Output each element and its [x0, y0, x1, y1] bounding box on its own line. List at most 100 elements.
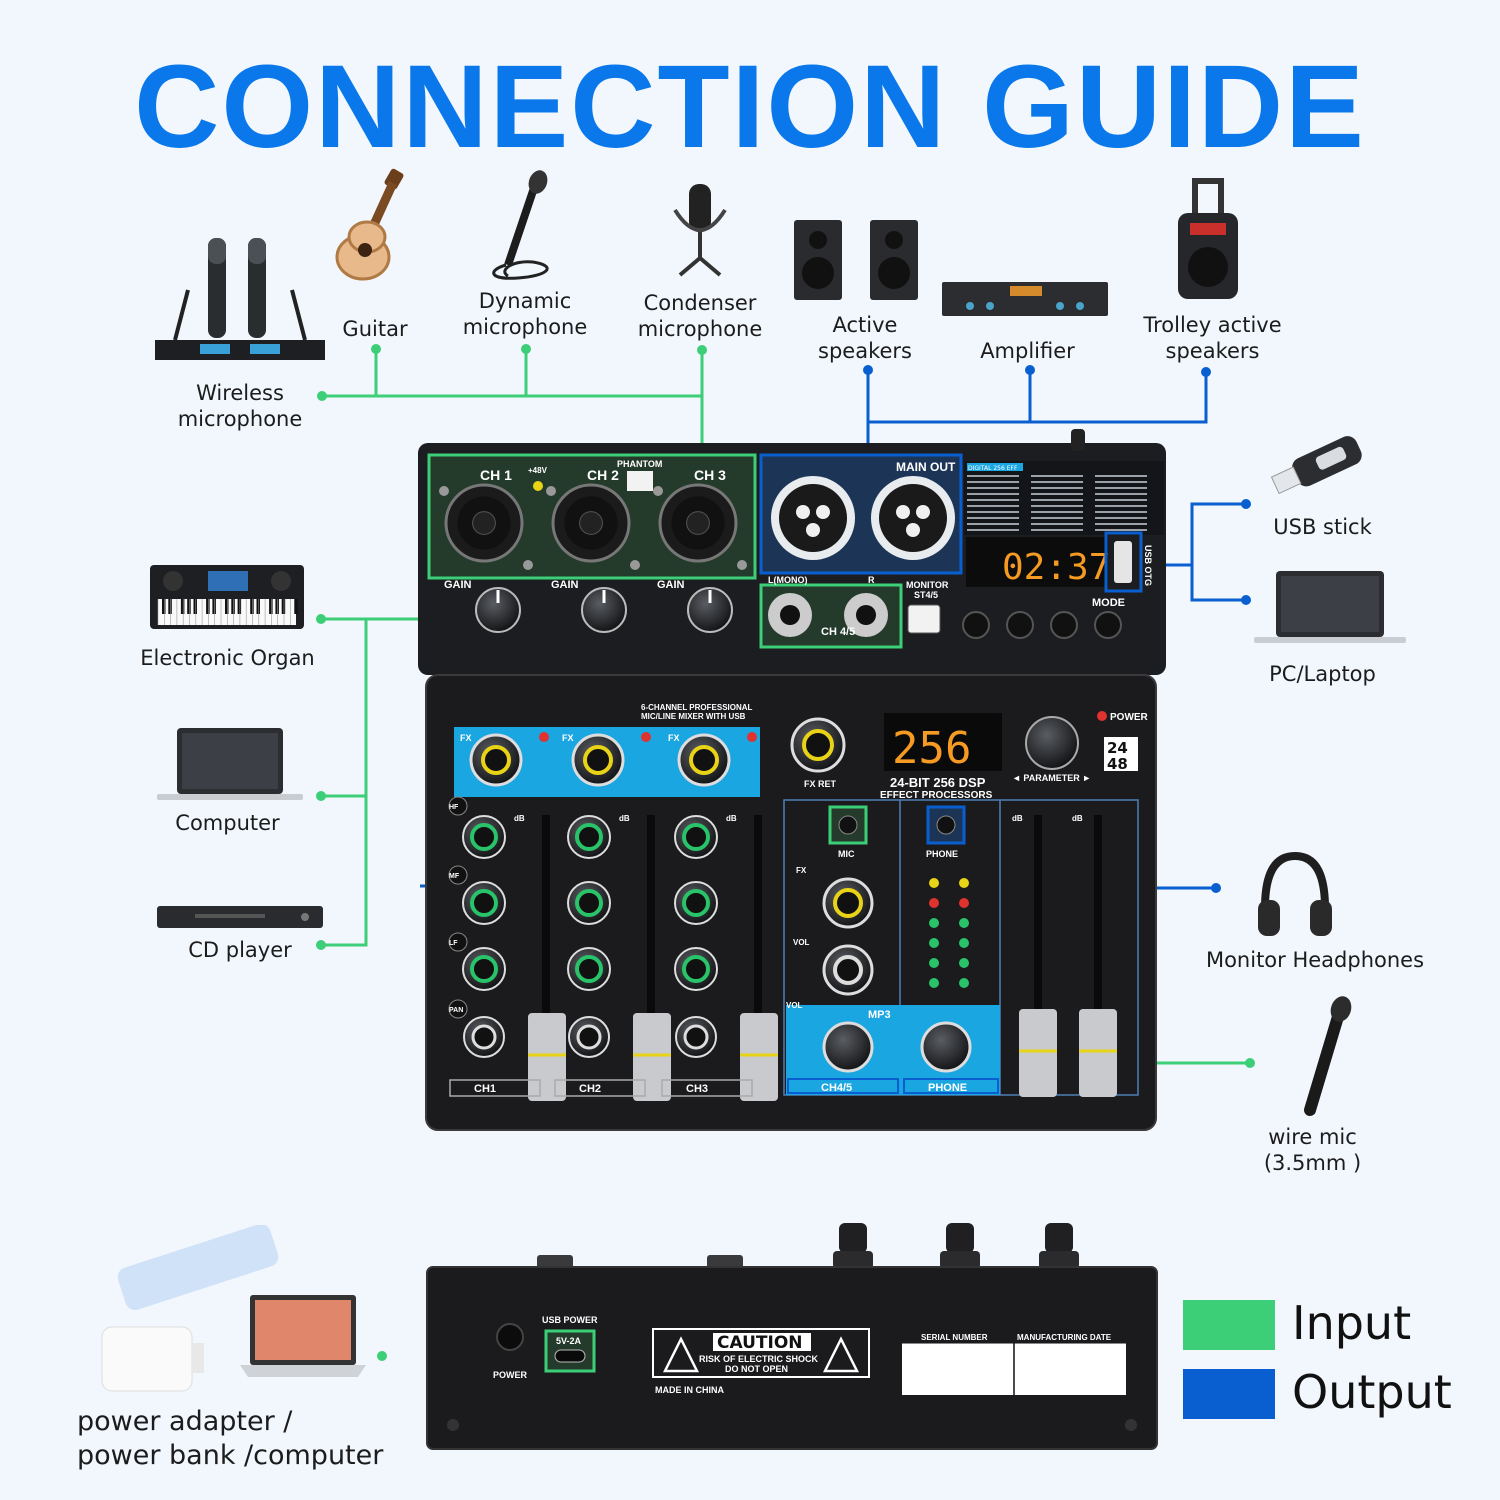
output-dot-0: [863, 365, 873, 375]
l-mono-label: L(MONO): [768, 575, 808, 585]
ch45-fx-label: FX: [796, 866, 807, 875]
headphones-icon: [1258, 851, 1332, 936]
input-dot-6: [316, 940, 326, 950]
fx-list-line: [1031, 499, 1083, 501]
phone-jack[interactable]: [936, 815, 956, 835]
organ-black-key: [212, 599, 216, 614]
meter-led: [929, 918, 939, 928]
gain-knob: [581, 587, 627, 633]
meter-led: [959, 958, 969, 968]
organ-black-key: [256, 599, 260, 614]
strip-ch45-label: CH4/5: [821, 1082, 852, 1094]
usb-stick-label: USB stick: [1273, 515, 1372, 539]
rear-knob: [946, 1223, 974, 1253]
strip-phone-label: PHONE: [928, 1082, 967, 1094]
rear-jack: [537, 1255, 573, 1269]
caution-sub2: DO NOT OPEN: [725, 1364, 788, 1374]
fx-list-line: [1095, 475, 1147, 477]
fx-list-line: [967, 475, 1019, 477]
main-out-label: MAIN OUT: [896, 460, 956, 474]
mp3-vol-knob[interactable]: [822, 1021, 874, 1073]
ch45-input-label: CH 4/5: [821, 626, 855, 638]
eq-tag-lf: LF: [449, 940, 458, 947]
amplifier-icon: [942, 282, 1108, 316]
fx-list-line: [1031, 517, 1083, 519]
output-wire-1: [868, 372, 1208, 424]
eq-knob-ring: [682, 955, 710, 983]
input-dot-1: [521, 344, 531, 354]
fx-list-line: [1095, 529, 1147, 531]
pc-laptop-icon: [1254, 571, 1406, 643]
legend-output-swatch: [1183, 1369, 1275, 1419]
eq-knob-ring: [470, 889, 498, 917]
mfg-date-label: MANUFACTURING DATE: [1017, 1333, 1112, 1342]
usb-stick-icon: [1270, 436, 1362, 495]
fx-label: FX: [668, 733, 680, 743]
condenser-microphone-icon: [673, 184, 727, 277]
caution-label: CAUTION: [717, 1333, 803, 1353]
phone-vol-knob[interactable]: [920, 1021, 972, 1073]
mixer-rear-view: POWER USB POWER 5V-2A CAUTION RISK OF EL…: [426, 1223, 1158, 1450]
fx-list-line: [1095, 487, 1147, 489]
usb-c-port[interactable]: [554, 1349, 586, 1363]
gain-label-2: GAIN: [551, 579, 579, 591]
trolley-speaker-icon: [1178, 178, 1238, 299]
fx-knob-ring: [689, 745, 719, 775]
input-dot-3: [317, 391, 327, 401]
wire-microphone-icon: [1304, 996, 1352, 1116]
dsp-display: 256: [892, 723, 971, 774]
fx-list-line: [1095, 499, 1147, 501]
wireless-microphone-icon: [155, 238, 325, 360]
eq-tag-bg: [448, 932, 468, 952]
organ-black-key: [187, 599, 191, 614]
fx-list-line: [1031, 529, 1083, 531]
made-in-label: MADE IN CHINA: [655, 1385, 724, 1395]
screw: [439, 486, 449, 496]
eq-knob-ring: [682, 889, 710, 917]
fx-list-line: [1095, 511, 1147, 513]
screw: [630, 560, 640, 570]
caution-sub1: RISK OF ELECTRIC SHOCK: [699, 1354, 819, 1364]
fx-list-line: [967, 523, 1019, 525]
rear-power-button[interactable]: [496, 1323, 524, 1351]
mic-jack[interactable]: [838, 815, 858, 835]
page-title: CONNECTION GUIDE: [134, 41, 1366, 173]
line-r-label: R: [868, 575, 875, 585]
fx-list-line: [1031, 511, 1083, 513]
meter-led: [959, 918, 969, 928]
legend-output-label: Output: [1292, 1365, 1452, 1419]
channel-name-box: [661, 1079, 753, 1097]
db-label: dB: [619, 814, 630, 823]
electronic-organ-icon: [150, 565, 304, 629]
fx-list-line: [967, 493, 1019, 495]
rear-knob: [839, 1223, 867, 1253]
organ-black-key: [225, 599, 229, 614]
amplifier-label: Amplifier: [980, 339, 1075, 363]
phantom-switch[interactable]: [627, 471, 653, 491]
effects-list-header: DIGITAL 256 EFF: [968, 465, 1018, 472]
parameter-knob[interactable]: [1025, 716, 1079, 770]
connection-dots: [316, 344, 1255, 1361]
monitor-label: MONITOR: [906, 580, 949, 590]
usb-otg-port[interactable]: [1114, 541, 1132, 583]
channel-fader-cap: [740, 1013, 778, 1101]
usb-otg-port-box: [1104, 531, 1143, 593]
fx-list-line: [967, 517, 1019, 519]
usb-power-spec: 5V-2A: [556, 1336, 582, 1346]
meter-led: [959, 938, 969, 948]
eq-knob-ring: [470, 955, 498, 983]
meter-led: [959, 878, 969, 888]
channel-name-box: [554, 1079, 646, 1097]
output-dot-4: [1241, 595, 1251, 605]
power-source-label: power adapter /power bank /computer: [77, 1406, 384, 1471]
channel-name-box: [449, 1079, 541, 1097]
organ-black-key: [281, 599, 286, 614]
fx-list-line: [1095, 505, 1147, 507]
pan-knob-ring: [576, 1024, 602, 1050]
pan-knob-ring: [471, 1024, 497, 1050]
monitor-switch[interactable]: [907, 604, 941, 634]
mode-label: MODE: [1092, 597, 1125, 609]
output-dot-3: [1241, 499, 1251, 509]
xlr-input-3: [658, 483, 738, 563]
